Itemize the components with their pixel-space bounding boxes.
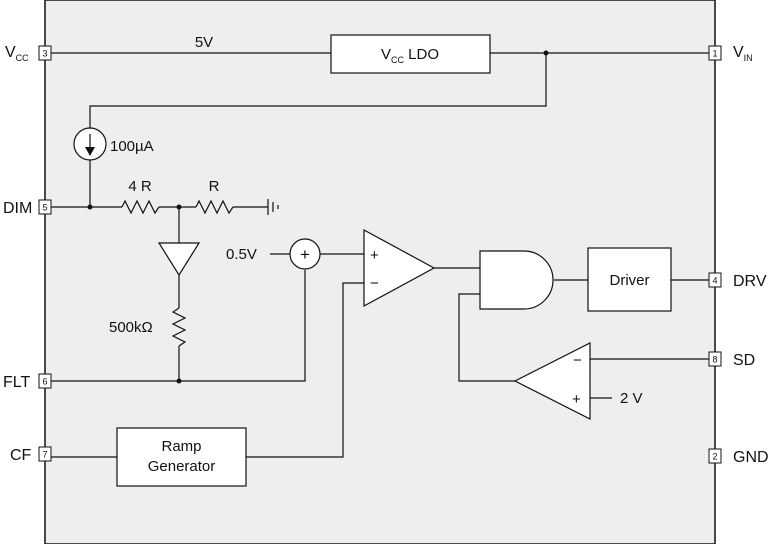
resistor-r-label: R xyxy=(209,178,220,195)
pin-flt: 6 FLT xyxy=(3,373,52,391)
arrow-down-icon xyxy=(85,147,95,156)
pin-gnd: 2 GND xyxy=(708,448,768,466)
resistor-r xyxy=(195,199,234,215)
wires xyxy=(51,52,709,458)
pin-gnd-label: GND xyxy=(733,449,768,466)
current-source-label: 100µA xyxy=(110,138,154,155)
pin-cf: 7 CF xyxy=(10,446,52,464)
resistor-500k xyxy=(171,307,187,347)
pin-dim-number: 5 xyxy=(42,203,47,213)
sd-comparator: − + xyxy=(513,342,591,420)
resistor-4r xyxy=(121,199,160,215)
buffer-triangle xyxy=(157,242,201,277)
sd-comparator-plus: + xyxy=(572,391,581,408)
junction-dot xyxy=(87,204,93,210)
junction-dot xyxy=(176,378,182,384)
pwm-comparator: + − xyxy=(363,228,436,308)
and-gate xyxy=(479,250,554,310)
pin-vcc-number: 3 xyxy=(42,49,47,59)
pin-gnd-number: 2 xyxy=(712,452,717,462)
ref-2v-label: 2 V xyxy=(620,390,643,407)
pin-flt-number: 6 xyxy=(42,377,47,387)
pin-flt-label: FLT xyxy=(3,374,30,391)
pin-sd: 8 SD xyxy=(708,351,755,369)
pin-sd-label: SD xyxy=(733,352,755,369)
sd-comparator-minus: − xyxy=(573,352,582,369)
pin-vcc-label: VCC xyxy=(5,44,29,63)
pin-vin-label: VIN xyxy=(733,44,753,63)
pin-drv-label: DRV xyxy=(733,273,767,290)
pin-cf-number: 7 xyxy=(42,450,47,460)
ref-0v5-label: 0.5V xyxy=(226,246,257,263)
pin-vin: 1 VIN xyxy=(708,44,753,63)
pin-drv: 4 DRV xyxy=(708,272,767,290)
vcc-ldo-block: VCC LDO xyxy=(330,34,491,74)
summing-junction: + xyxy=(289,238,321,270)
resistor-4r-label: 4 R xyxy=(128,178,152,195)
vcc-rail-label: 5V xyxy=(195,34,213,51)
pin-cf-label: CF xyxy=(10,447,32,464)
ramp-label-line1: Ramp xyxy=(161,438,201,455)
pin-sd-number: 8 xyxy=(712,355,717,365)
pin-drv-number: 4 xyxy=(712,276,717,286)
driver-block: Driver xyxy=(587,247,672,312)
ground-icon xyxy=(267,199,279,215)
comparator-minus: − xyxy=(370,275,379,292)
vcc-ldo-label: VCC LDO xyxy=(381,46,439,65)
current-source xyxy=(73,127,107,161)
comparator-plus: + xyxy=(370,247,379,264)
driver-label: Driver xyxy=(610,272,650,289)
pin-vin-number: 1 xyxy=(712,49,717,59)
ramp-label-line2: Generator xyxy=(148,458,216,475)
pin-vcc: 3 VCC xyxy=(5,44,52,63)
junction-dot xyxy=(176,204,182,210)
junction-dots xyxy=(87,50,549,384)
pin-dim-label: DIM xyxy=(3,200,32,217)
junction-dot xyxy=(543,50,549,56)
pin-dim: 5 DIM xyxy=(3,199,52,217)
ramp-generator-block: Ramp Generator xyxy=(116,427,247,487)
resistor-500k-label: 500kΩ xyxy=(109,319,153,336)
summer-sign: + xyxy=(300,245,310,264)
